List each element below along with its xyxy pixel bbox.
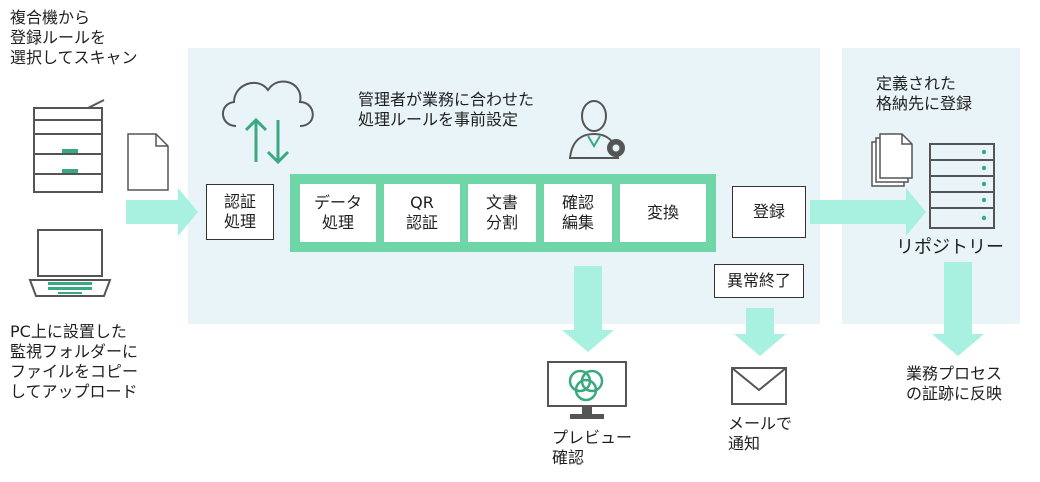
label-pc-folder: PC上に設置した 監視フォルダーに ファイルをコピー してアップロード (10, 322, 139, 401)
arrow-down-preview (562, 266, 614, 352)
label-mail-notify: メールで 通知 (728, 414, 793, 453)
step-qr-auth: QR 認証 (384, 184, 460, 242)
label-select-from-mfp: 複合機から 登録ルールを 選択してスキャン (10, 8, 138, 67)
document-stack-icon (871, 133, 913, 187)
server-icon (929, 143, 995, 229)
laptop-icon (28, 229, 112, 297)
abnormal-end-box: 異常終了 (714, 264, 804, 298)
label-preview: プレビュー 確認 (552, 428, 633, 467)
arrow-down-mail (734, 308, 786, 356)
document-icon (127, 133, 169, 191)
arrow-down-reflect (932, 262, 984, 356)
step-confirm-edit: 確認 編集 (544, 184, 612, 242)
printer-icon (33, 99, 105, 193)
cloud-sync-icon (222, 80, 314, 164)
arrow-input-right (126, 188, 198, 236)
step-doc-split: 文書 分割 (468, 184, 536, 242)
step-convert: 変換 (620, 184, 706, 242)
step-data-processing: データ 処理 (300, 184, 376, 242)
register-box: 登録 (732, 186, 806, 238)
label-reflect: 業務プロセス の証跡に反映 (906, 364, 1003, 403)
auth-processing-box: 認証 処理 (206, 184, 274, 240)
arrow-to-repository-right (810, 188, 926, 236)
preview-monitor-icon (547, 361, 627, 419)
label-admin-rules: 管理者が業務に合わせた 処理ルールを事前設定 (358, 90, 535, 129)
label-defined-dest: 定義された 格納先に登録 (876, 74, 973, 113)
mail-icon (731, 367, 787, 405)
label-repository: リポジトリー (896, 237, 1004, 258)
admin-user-icon (568, 100, 625, 159)
